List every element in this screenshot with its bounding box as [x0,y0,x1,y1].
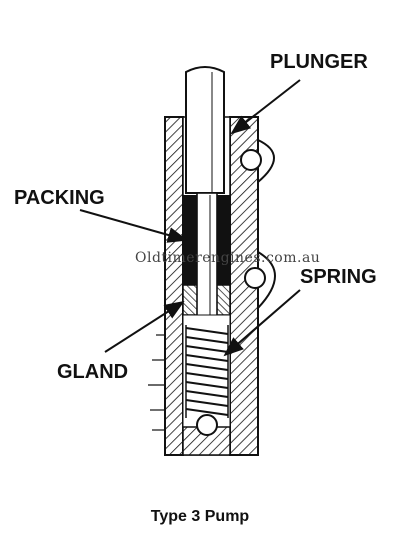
spring-label: SPRING [300,266,377,288]
plunger-rod [185,66,225,194]
packing-leader-arrow [79,209,188,243]
side-port-upper [240,139,275,183]
check-ball [196,414,218,436]
site-watermark: Oldtimerengines.com.au [135,250,320,266]
diagram-caption: Type 3 Pump [150,508,250,525]
pump-body-left-wall [164,116,184,456]
side-port-lower [244,251,276,309]
spring-leader-arrow [223,289,301,357]
coil-spring [185,325,229,418]
gland-leader-arrow [104,300,185,353]
gland-label: GLAND [57,361,128,383]
plunger-leader-arrow [230,79,301,135]
plunger-label: PLUNGER [270,51,368,73]
packing-label: PACKING [14,187,105,209]
left-body-sketch-lines [148,334,166,431]
